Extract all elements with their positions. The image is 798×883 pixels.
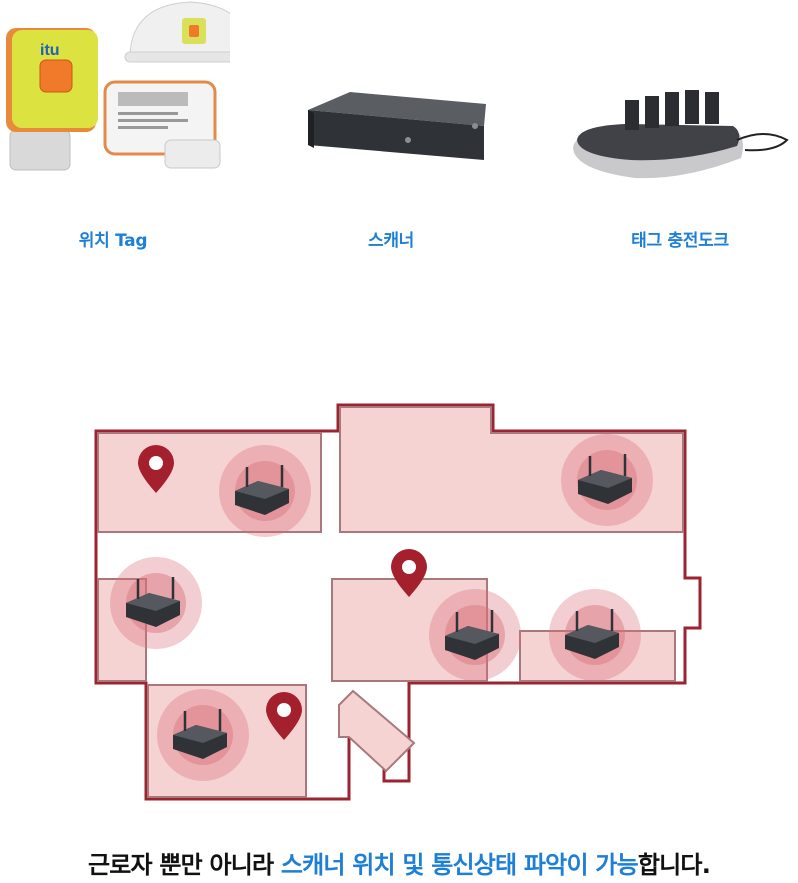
floor-plan [94, 403, 702, 801]
room [339, 406, 684, 533]
caption-highlight: 스캐너 위치 및 통신상태 파악이 가능 [280, 851, 639, 879]
caption-prefix: 근로자 뿐만 아니라 [87, 851, 281, 879]
product-label-charging-dock: 태그 충전도크 [631, 231, 729, 251]
location-tag-device-icon: itu [6, 1, 230, 171]
room [338, 689, 416, 773]
scanner-box-icon [308, 92, 486, 160]
room [97, 432, 322, 533]
product-label-scanner: 스캐너 [367, 231, 415, 251]
product-label-location-tag: 위치 Tag [78, 231, 148, 251]
caption-suffix: 합니다. [637, 851, 711, 879]
caption: 근로자 뿐만 아니라 스캐너 위치 및 통신상태 파악이 가능합니다. [0, 845, 798, 880]
charging-dock-icon [573, 90, 789, 179]
product-charging-dock [565, 0, 790, 185]
brand-text: itu [40, 42, 60, 59]
product-location-tag: itu [0, 0, 230, 180]
product-scanner [290, 0, 510, 180]
